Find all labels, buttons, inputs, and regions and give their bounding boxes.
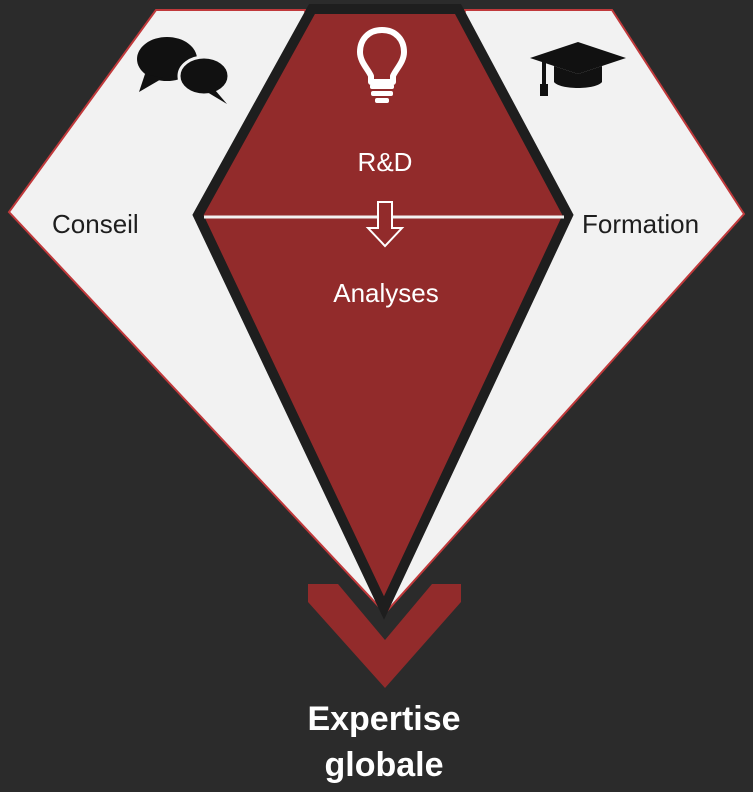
result-label-line1: Expertise <box>307 700 460 738</box>
speech-bubbles-icon <box>137 37 231 104</box>
chevron-down-icon <box>308 584 461 688</box>
center-facet <box>192 4 574 620</box>
graduation-cap-icon <box>530 42 626 96</box>
lightbulb-icon <box>357 27 407 103</box>
arrow-down-icon <box>365 201 405 248</box>
conseil-label: Conseil <box>52 209 139 239</box>
analyses-label: Analyses <box>333 278 439 308</box>
formation-label: Formation <box>582 209 699 239</box>
rd-label: R&D <box>358 147 413 177</box>
result-label-line2: globale <box>324 746 443 784</box>
